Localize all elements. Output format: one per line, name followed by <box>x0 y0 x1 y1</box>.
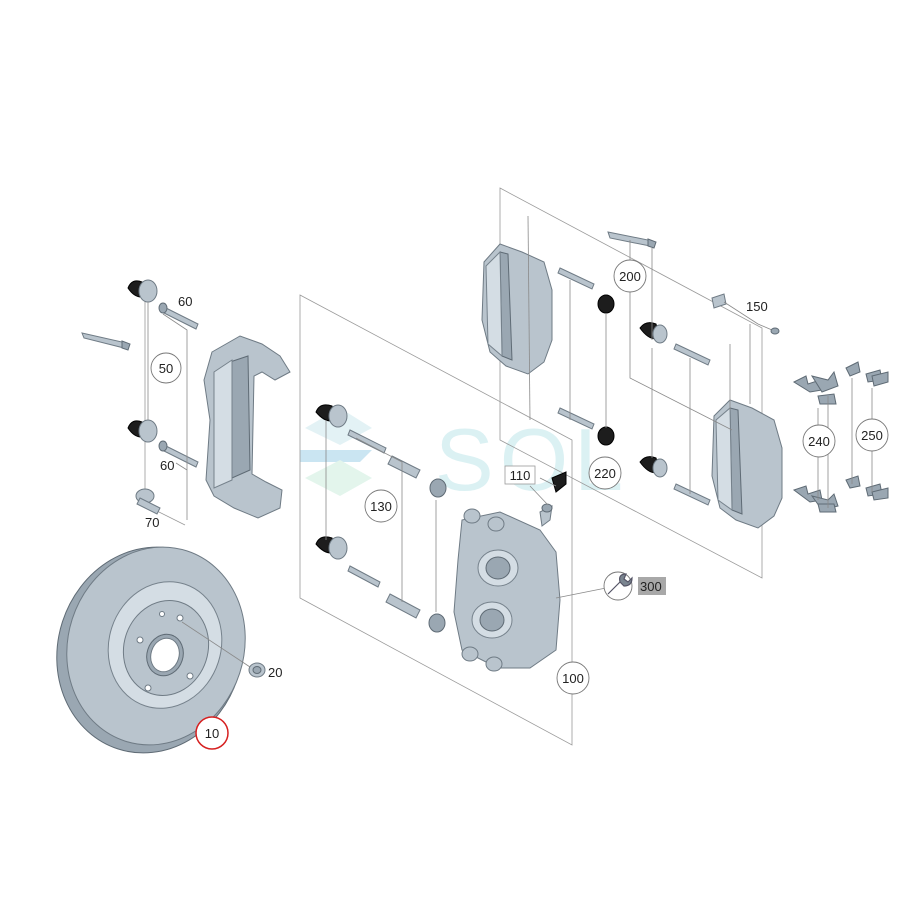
guide-bolt-top <box>158 302 199 330</box>
label-100: 100 <box>562 671 584 686</box>
label-250: 250 <box>861 428 883 443</box>
pad-cap-1 <box>597 294 615 314</box>
wrench-icon <box>603 571 633 601</box>
pad-pin-4 <box>673 483 711 506</box>
callout-50: 50 <box>150 352 182 384</box>
anti-rattle-clips <box>792 361 889 513</box>
label-60-top: 60 <box>178 294 192 309</box>
label-70: 70 <box>145 515 159 530</box>
guide-bolt-bottom <box>158 440 199 468</box>
label-50: 50 <box>159 361 173 376</box>
callout-250: 250 <box>855 418 889 452</box>
caliper-cap-top <box>315 404 348 428</box>
brake-disc <box>56 546 246 754</box>
brake-pad-outer <box>481 243 553 375</box>
caliper-cap-bottom <box>315 536 348 560</box>
wear-sensor <box>711 293 780 335</box>
pad-pin-1 <box>557 267 595 290</box>
callout-10: 10 <box>195 716 229 750</box>
callout-110: 110 <box>504 465 536 485</box>
pad-grease-tube <box>607 231 657 249</box>
label-240: 240 <box>808 434 830 449</box>
pad-pin-2 <box>557 407 595 430</box>
label-150: 150 <box>746 299 768 314</box>
label-20: 20 <box>268 665 282 680</box>
bleed-screw <box>539 503 553 527</box>
label-300: 300 <box>640 579 662 594</box>
callout-130: 130 <box>364 489 398 523</box>
pad-cap-4 <box>639 456 668 478</box>
dust-cap-top <box>127 279 158 303</box>
dust-cap-bottom <box>127 419 158 443</box>
guide-boot-top <box>429 478 447 498</box>
label-10: 10 <box>205 726 219 741</box>
disc-screw <box>248 662 266 678</box>
caliper-housing <box>453 508 561 672</box>
callout-220: 220 <box>588 456 622 490</box>
guide-boot-bottom <box>428 613 446 633</box>
label-60-bottom: 60 <box>160 458 174 473</box>
bleed-cap <box>551 471 567 493</box>
brake-pad-inner <box>711 399 783 529</box>
brake-pads-group <box>481 215 783 529</box>
caliper-assembly-parts <box>315 404 607 672</box>
grease-tube <box>81 332 131 351</box>
caliper-carrier <box>203 335 291 519</box>
caliper-bracket-group <box>81 279 291 520</box>
label-200: 200 <box>619 269 641 284</box>
service-tag-bg <box>638 577 666 595</box>
callout-200: 200 <box>613 259 647 293</box>
callout-240: 240 <box>802 424 836 458</box>
guide-pin-bottom <box>347 565 421 619</box>
label-110: 110 <box>510 468 531 483</box>
pad-cap-2 <box>597 426 615 446</box>
pad-cap-3 <box>639 322 668 344</box>
bracket-bolt <box>135 488 161 515</box>
label-130: 130 <box>370 499 392 514</box>
callout-100: 100 <box>556 661 590 695</box>
pad-pin-3 <box>673 343 711 366</box>
label-220: 220 <box>594 466 616 481</box>
